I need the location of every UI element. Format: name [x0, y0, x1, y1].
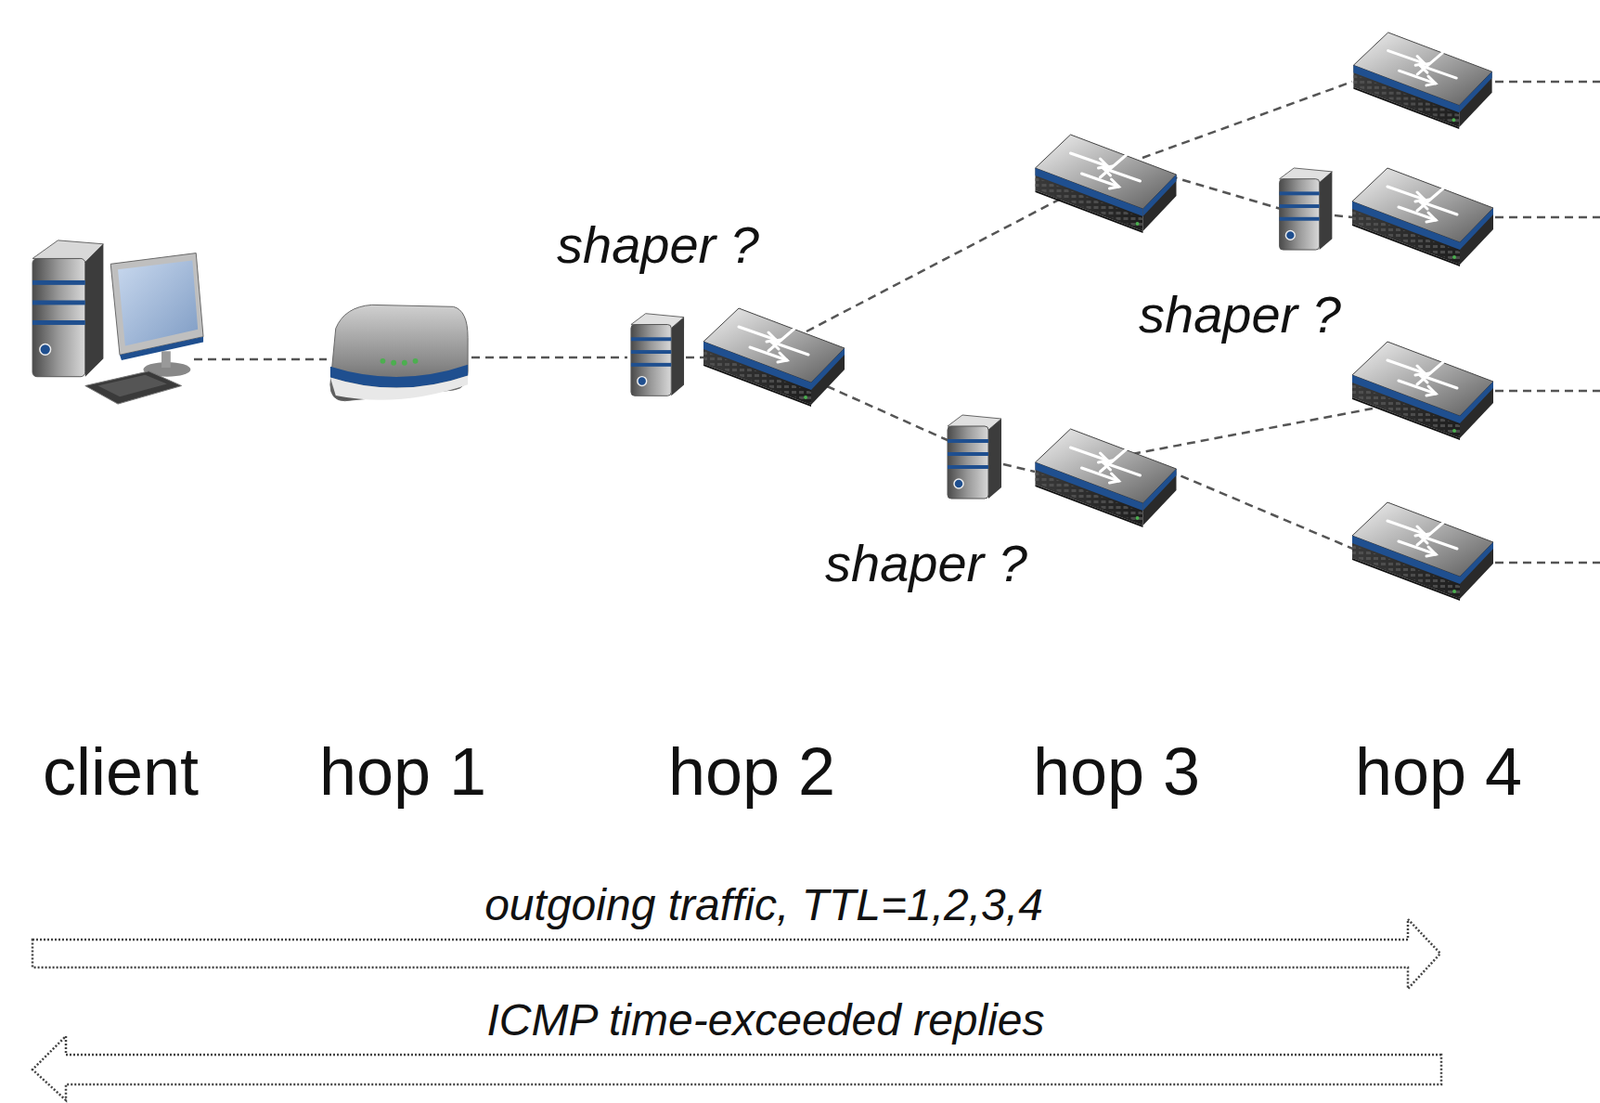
reply-arrow	[32, 1035, 1442, 1100]
arrow-label: ICMP time-exceeded replies	[486, 995, 1045, 1046]
router	[1035, 134, 1177, 233]
shaper-label: shaper ?	[1138, 285, 1342, 344]
shaper-server	[631, 313, 684, 397]
hop-label: hop 2	[668, 735, 836, 809]
shaper-server	[1279, 167, 1333, 250]
hop-label: client	[42, 735, 199, 809]
router	[1352, 167, 1494, 267]
router	[1352, 341, 1494, 440]
shaper-server	[947, 414, 1002, 499]
router	[703, 308, 845, 407]
outgoing-arrow	[32, 918, 1441, 989]
hop-label: hop 1	[319, 735, 487, 809]
hop-label: hop 4	[1354, 735, 1523, 809]
shaper-label: shaper ?	[825, 534, 1028, 593]
client-computer	[32, 240, 204, 404]
dashed-links	[193, 81, 1600, 563]
arrow-label: outgoing traffic, TTL=1,2,3,4	[484, 880, 1044, 930]
hop-label: hop 3	[1032, 735, 1200, 809]
router	[1352, 502, 1494, 601]
router	[1353, 32, 1492, 130]
router	[1035, 428, 1177, 528]
modem	[330, 304, 468, 400]
shaper-label: shaper ?	[556, 216, 760, 274]
